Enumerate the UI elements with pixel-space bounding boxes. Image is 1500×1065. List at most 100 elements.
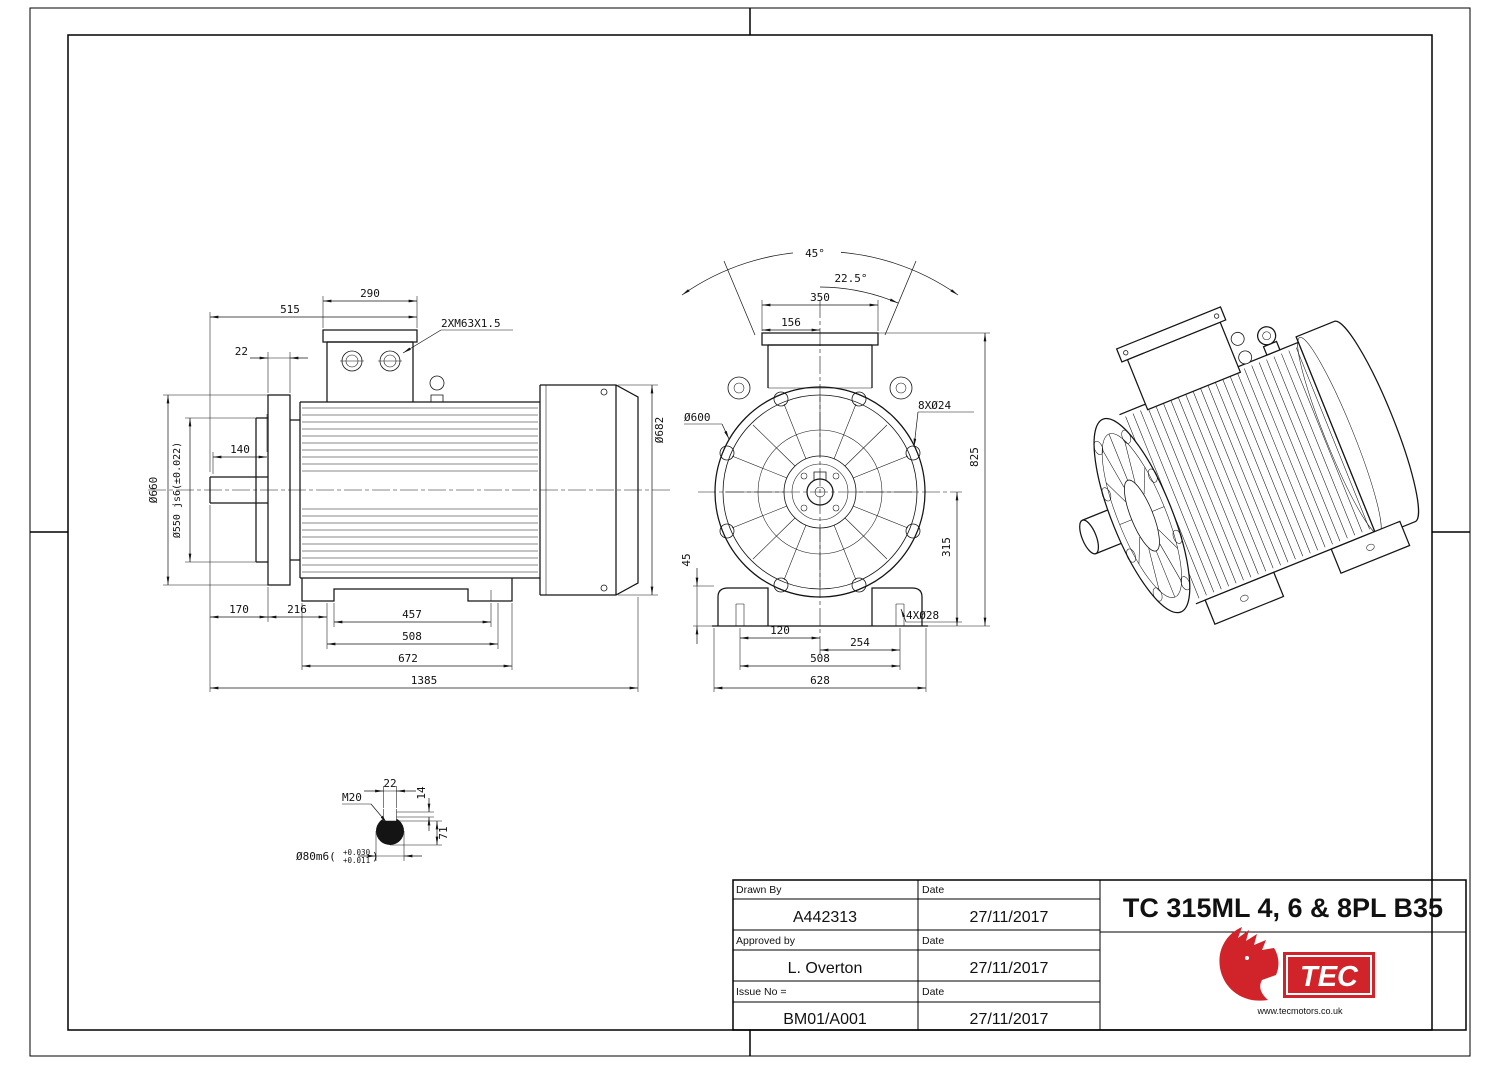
dia-660-label: Ø660 [147,477,160,504]
cap-screw [800,472,808,480]
feet-front [712,587,928,627]
cowl-outer-circle [714,386,926,598]
dim-120-label: 120 [770,624,790,637]
holes-8x24-callout: 8XØ24 [913,399,974,448]
tec-horse-eye [1245,956,1249,960]
dim-key-14: 14 [415,786,431,831]
dim-140: 140 [212,414,268,474]
flange-holes-8x24 [719,391,921,593]
dia-80-suffix: ) [372,850,379,863]
iso-lid-screw [1214,313,1220,319]
dia-80-tol-lower: +0.011 [343,856,370,865]
keyway-front [813,471,827,481]
dim-515-label: 515 [280,303,300,316]
dim-457-label: 457 [402,608,422,621]
tec-logo-url: www.tecmotors.co.uk [1256,1006,1343,1016]
iso-shaft-end [1079,519,1100,555]
cap-screw [800,504,808,512]
dia-600-callout: Ø600 [684,411,730,440]
label-mask [793,246,841,259]
iso-flange-bolts [1093,429,1191,602]
shaft-section [376,817,404,845]
dia-80-tol-upper: +0.030 [343,848,371,857]
dim-170-label: 170 [229,603,249,616]
dim-71-label: 71 [437,826,450,839]
dim-508-side: 508 [327,603,499,649]
dim-dia660: Ø660 [147,394,268,586]
dim-key-22: 22 [364,777,416,808]
dim-290: 290 [322,287,418,328]
approved-date-value: 27/11/2017 [970,960,1049,977]
issue-no-value: BM01/A001 [783,1011,867,1028]
dim-45-label: 45 [680,553,693,566]
dim-290-label: 290 [360,287,380,300]
lifting-eye-left [727,376,751,400]
motor-body [299,401,540,579]
thread-label: M20 [342,791,362,804]
key-14-label: 14 [415,786,428,800]
key-22-label: 22 [383,777,396,790]
drawing-title: TC 315ML 4, 6 & 8PL B35 [1123,893,1443,923]
fan-cowl [539,384,639,596]
dia-80-prefix: Ø80m6( [296,850,336,863]
cowl-bolt-bottom [600,584,608,592]
title-block: Drawn By Date A442313 27/11/2017 Approve… [732,879,1467,1031]
dim-672-label: 672 [398,652,418,665]
shaft-end-circle [806,478,834,506]
dim-22-label: 22 [235,345,248,358]
isometric-view [1079,306,1420,625]
iso-fan-cowl [1295,320,1420,538]
iso-gland-2 [1238,350,1253,365]
dim-71: 71 [390,820,450,846]
approved-by-label: Approved by [736,935,796,947]
dim-216: 216 [268,603,328,649]
iso-foot-hole [1240,594,1249,602]
centre-hole [814,486,826,498]
dim-315: 315 [940,492,959,626]
eyebolt-side [429,375,445,403]
dim-515: 515 [209,303,417,472]
flange [267,394,300,586]
dim-825-label: 825 [968,447,981,467]
cooling-fins [302,407,538,573]
angle-45-label: 45° [805,247,825,260]
iso-foot-hole [1366,543,1375,551]
tec-logo-box [1283,952,1375,998]
dim-1385-label: 1385 [411,674,438,687]
tec-logo-inner-border [1286,955,1372,995]
angle-225-label: 22.5° [834,272,867,285]
gland-label: 2XM63X1.5 [441,317,501,330]
holes-4x28-callout: 4XØ28 [900,608,962,623]
dim-156: 156 [762,316,820,332]
fan-guard-spokes [725,397,915,587]
bearing-cap-circle [791,463,849,521]
shaft [209,476,268,504]
iso-eyebolt [1257,326,1277,346]
cap-screw [832,504,840,512]
key-lines [396,811,434,818]
dim-825: 825 [878,332,990,627]
drawn-by-value: A442313 [793,909,857,926]
thread-callout: M20 [342,791,388,824]
iso-foot-rear [1330,520,1411,575]
keyway-outline [383,809,397,822]
dim-508-front-label: 508 [810,652,830,665]
angle-dims: 45° 22.5° [681,246,959,336]
shaft-detail: 22 14 M20 71 Ø80m6( +0.030 +0.011 ) [296,777,450,865]
feet-profile [301,578,513,602]
iso-lid-screw [1123,350,1129,356]
iso-eyebolt-hole [1262,331,1271,341]
gland-callout: 2XM63X1.5 [402,317,513,354]
iso-gland-1 [1230,331,1245,346]
terminal-box-front [761,332,879,389]
dim-156-label: 156 [781,316,801,329]
dim-22-flange: 22 [235,345,308,393]
dia-600-label: Ø600 [684,411,711,424]
date-label-2: Date [922,935,944,947]
dim-508-side-label: 508 [402,630,422,643]
approved-by-value: L. Overton [788,960,863,977]
dim-1385: 1385 [210,597,639,692]
keyway-mask [383,810,397,821]
